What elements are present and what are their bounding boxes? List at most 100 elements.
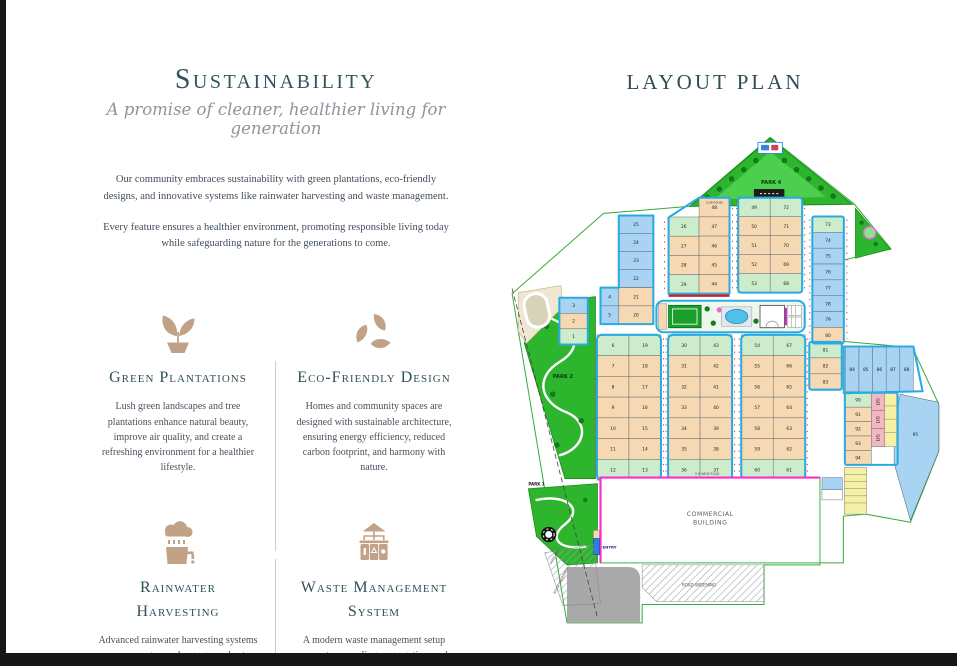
plot-number: 60 [754,467,760,473]
rainwater-icon [98,519,258,567]
commercial-building: COMMERCIAL BUILDING [599,476,821,564]
plot-cell [821,489,843,501]
plot-number: LIG [875,434,881,442]
plot-number: 13 [642,467,648,473]
plot-number: 10 [610,426,616,432]
shop-strip [844,392,897,515]
plot-number: 18 [642,364,648,370]
plot-number: 68 [783,281,789,287]
plot-number: 83 [823,379,829,385]
intro-text: Our community embraces sustainability wi… [94,172,458,253]
plot-number: 57 [754,405,760,411]
plot-number: 46 [712,243,718,249]
plot-number: 28 [681,263,687,269]
plot-number: 26 [681,224,687,230]
plot-number: 14 [642,447,648,453]
feature-waste-management: Waste Management System A modern waste m… [275,519,458,653]
entry-label: ENTRY [603,545,617,550]
plot-number: 55 [754,364,760,370]
plot-number: 38 [713,447,719,453]
plot-number: 71 [783,224,789,230]
plot-number: 32 [681,384,687,390]
plot-number: 50 [751,224,757,230]
club-building [759,304,785,329]
plot-number: 93 [855,441,861,447]
feature-description: Advanced rainwater harvesting systems co… [98,634,258,653]
plot-number: 84 [849,367,855,373]
sports-court [668,304,702,329]
plot-number: 80 [825,333,831,339]
plot-number: 82 [823,363,829,369]
feature-description: Homes and community spaces are designed … [296,401,452,474]
brochure-page: Sustainability A promise of cleaner, hea… [6,0,957,653]
feature-grid: Green Plantations Lush green landscapes … [94,309,458,653]
sustainability-subtitle: A promise of cleaner, healthier living f… [106,100,446,138]
plot-number: 22 [633,276,639,282]
club-house-label: CLUB HOUSE [706,200,723,204]
plot-number: 94 [855,455,861,461]
plot-number: 69 [783,262,789,268]
plot-number: 9 [612,405,615,411]
plot-number: 63 [786,426,792,432]
plot-number: 8 [612,384,615,390]
plot-number: 75 [825,254,831,260]
track-area [517,285,564,344]
plot-number: 64 [786,405,792,411]
plot-number: 37 [713,467,719,473]
plot-number: 95 [913,432,919,438]
waste-bins-icon [294,519,454,567]
plot-number: 81 [823,348,829,354]
plot-number: 29 [681,282,687,288]
plot-number: 58 [754,426,760,432]
road-widening-label: ROAD WIDENING [682,582,716,587]
plot-number: 23 [633,258,639,264]
plot-number: 2 [572,319,575,325]
plot-number: 34 [681,426,687,432]
plot-number: 51 [751,243,757,249]
lamp-markers [594,201,848,479]
plot-number: 47 [712,224,718,230]
plot-number: 35 [681,447,687,453]
feature-description: A modern waste management setup promotes… [300,634,447,653]
plot-number: 48 [712,205,718,211]
plot-number: 61 [786,467,792,473]
plot-number: 87 [890,367,896,373]
feature-green-plantations: Green Plantations Lush green landscapes … [94,309,262,475]
plot-number: 52 [751,262,757,268]
plot-number: 6 [612,343,615,349]
plot-number: 65 [786,384,792,390]
plot-number: 91 [855,412,861,418]
plot-number: 86 [877,367,883,373]
park1-label: PARK 1 [528,482,544,487]
plot-number: 54 [754,343,760,349]
plot-number: 53 [751,281,757,287]
plot-number: 85 [863,367,869,373]
plot-number: 19 [642,343,648,349]
plot-number: 41 [713,384,719,390]
plot-number: 36 [681,467,687,473]
plot-number: 77 [825,285,831,291]
feature-title: Waste Management System [300,579,448,620]
park4-parking [757,141,783,154]
plot-number: 20 [633,313,639,319]
plot-number: 79 [825,317,831,323]
feature-rainwater-harvesting: Rainwater Harvesting Advanced rainwater … [94,519,262,653]
feature-eco-friendly-design: Eco-Friendly Design Homes and community … [275,309,458,552]
plot-number: 21 [633,294,639,300]
plot-cells: 2627282948474645444950515253727170696867… [559,197,914,481]
plot-number: 56 [754,384,760,390]
plot-number: 72 [783,205,789,211]
plot-number: 24 [633,240,639,246]
park2-label: PARK 2 [553,374,574,380]
amenity-strip [657,301,804,332]
feature-description: Lush green landscapes and tree plantatio… [101,401,255,474]
plot-number: LIG [875,398,881,406]
layout-plan-section: LAYOUT PLAN [474,50,956,95]
sprout-icon [98,309,258,357]
plot-number: 45 [712,263,718,269]
commercial-label-1: COMMERCIAL [687,511,734,518]
plot-number: 76 [825,270,831,276]
intro-paragraph-2: Every feature ensures a healthier enviro… [103,221,449,250]
sustainability-section: Sustainability A promise of cleaner, hea… [94,50,458,653]
plot-number: 5 [608,313,611,319]
